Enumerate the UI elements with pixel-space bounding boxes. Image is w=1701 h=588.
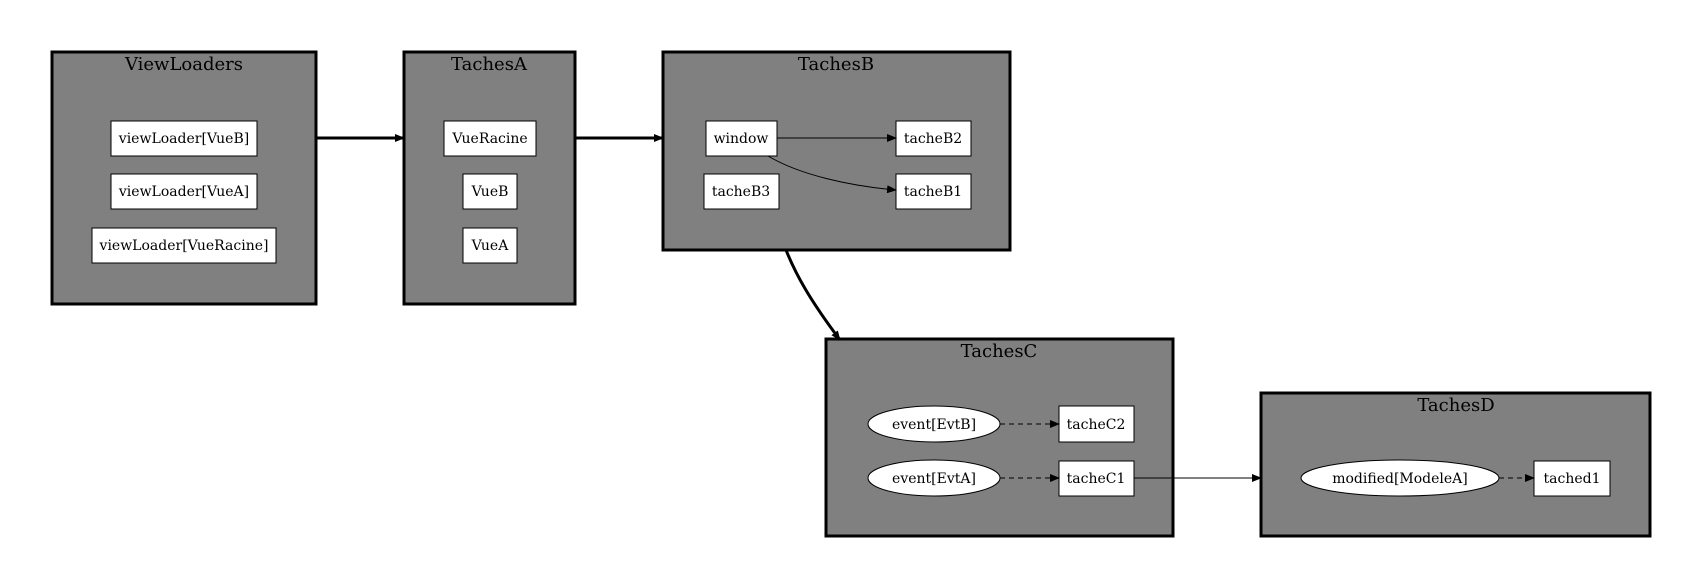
svg-text:tacheB1: tacheB1 <box>904 184 962 200</box>
svg-text:VueRacine: VueRacine <box>451 131 527 147</box>
node-tacheb3: tacheB3 <box>703 173 780 210</box>
svg-text:tacheB2: tacheB2 <box>904 131 962 147</box>
cluster-title-tachesc: TachesC <box>961 341 1038 362</box>
node-tacheb2: tacheB2 <box>895 120 972 157</box>
node-tachec2: tacheC2 <box>1058 405 1135 443</box>
node-tached1: tached1 <box>1533 460 1611 497</box>
svg-text:tacheC1: tacheC1 <box>1067 471 1126 487</box>
svg-text:VueB: VueB <box>471 184 509 200</box>
svg-text:event[EvtB]: event[EvtB] <box>892 417 976 433</box>
svg-text:tached1: tached1 <box>1544 471 1601 487</box>
node-vuea: VueA <box>462 227 518 264</box>
svg-text:VueA: VueA <box>471 238 510 254</box>
node-vueb: VueB <box>462 173 518 210</box>
svg-text:tacheC2: tacheC2 <box>1067 417 1126 433</box>
svg-text:viewLoader[VueRacine]: viewLoader[VueRacine] <box>99 238 269 254</box>
cluster-title-tachesb: TachesB <box>798 54 874 75</box>
cluster-title-viewloaders: ViewLoaders <box>124 54 243 75</box>
svg-text:viewLoader[VueA]: viewLoader[VueA] <box>118 184 249 200</box>
node-event-evta: event[EvtA] <box>867 459 1001 497</box>
node-tacheb1: tacheB1 <box>895 173 972 210</box>
node-viewloader-vuea: viewLoader[VueA] <box>110 173 258 210</box>
svg-text:viewLoader[VueB]: viewLoader[VueB] <box>118 131 249 147</box>
cluster-title-tachesa: TachesA <box>451 54 528 75</box>
svg-text:modified[ModeleA]: modified[ModeleA] <box>1332 471 1468 487</box>
cluster-title-tachesd: TachesD <box>1417 395 1494 416</box>
node-viewloader-vueracine: viewLoader[VueRacine] <box>91 227 277 264</box>
node-modified-modelea: modified[ModeleA] <box>1300 459 1500 497</box>
node-event-evtb: event[EvtB] <box>867 405 1001 443</box>
svg-text:tacheB3: tacheB3 <box>712 184 770 200</box>
node-window: window <box>705 120 778 157</box>
node-viewloader-vueb: viewLoader[VueB] <box>110 120 258 157</box>
svg-text:window: window <box>714 131 769 147</box>
node-vueracine: VueRacine <box>443 120 537 157</box>
edge-tachesb-to-tachesc <box>784 249 842 341</box>
node-tachec1: tacheC1 <box>1058 460 1135 497</box>
edge-window-to-tacheb1 <box>767 155 897 194</box>
svg-text:event[EvtA]: event[EvtA] <box>892 471 976 487</box>
